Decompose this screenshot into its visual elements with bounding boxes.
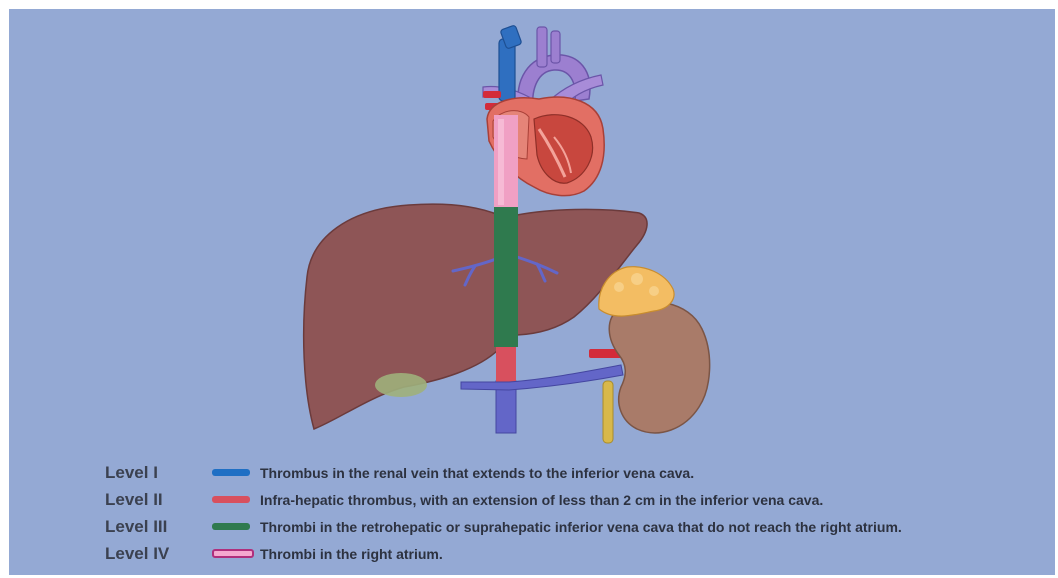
kidney: [609, 302, 709, 433]
level-iii-description: Thrombi in the retrohepatic or suprahepa…: [260, 515, 902, 539]
level-iv-label: Level IV: [105, 542, 169, 566]
legend-row-level-iii: Level III Thrombi in the retrohepatic or…: [105, 515, 1055, 542]
level-iii-label: Level III: [105, 515, 167, 539]
adrenal-texture-1: [614, 282, 624, 292]
ivc-level-iv-segment: [494, 115, 518, 207]
level-ii-label: Level II: [105, 488, 163, 512]
level-ii-swatch: [212, 496, 250, 503]
legend-row-level-i: Level I Thrombus in the renal vein that …: [105, 461, 1055, 488]
legend-row-level-ii: Level II Infra-hepatic thrombus, with an…: [105, 488, 1055, 515]
level-i-description: Thrombus in the renal vein that extends …: [260, 461, 694, 485]
level-i-swatch: [212, 469, 250, 476]
ureter: [603, 381, 613, 443]
level-i-label: Level I: [105, 461, 158, 485]
ivc-level-iii-segment: [494, 205, 518, 347]
renal-vein: [461, 365, 623, 390]
level-ii-description: Infra-hepatic thrombus, with an extensio…: [260, 488, 823, 512]
figure-panel: Level I Thrombus in the renal vein that …: [9, 9, 1055, 575]
ivc-level-ii-segment: [496, 345, 516, 383]
adrenal-texture-2: [631, 273, 643, 285]
ivc-level-iv-highlight: [498, 119, 504, 205]
liver: [304, 204, 647, 429]
thrombus-level-legend: Level I Thrombus in the renal vein that …: [105, 461, 1055, 569]
level-iii-swatch: [212, 523, 250, 530]
legend-row-level-iv: Level IV Thrombi in the right atrium.: [105, 542, 1055, 569]
level-iv-description: Thrombi in the right atrium.: [260, 542, 443, 566]
adrenal-texture-3: [649, 286, 659, 296]
level-iv-swatch: [212, 549, 254, 558]
gallbladder: [375, 373, 427, 397]
brachiocephalic-branch: [537, 27, 547, 67]
carotid-branch: [551, 31, 560, 63]
pulmonary-vein-left-1: [483, 91, 501, 98]
